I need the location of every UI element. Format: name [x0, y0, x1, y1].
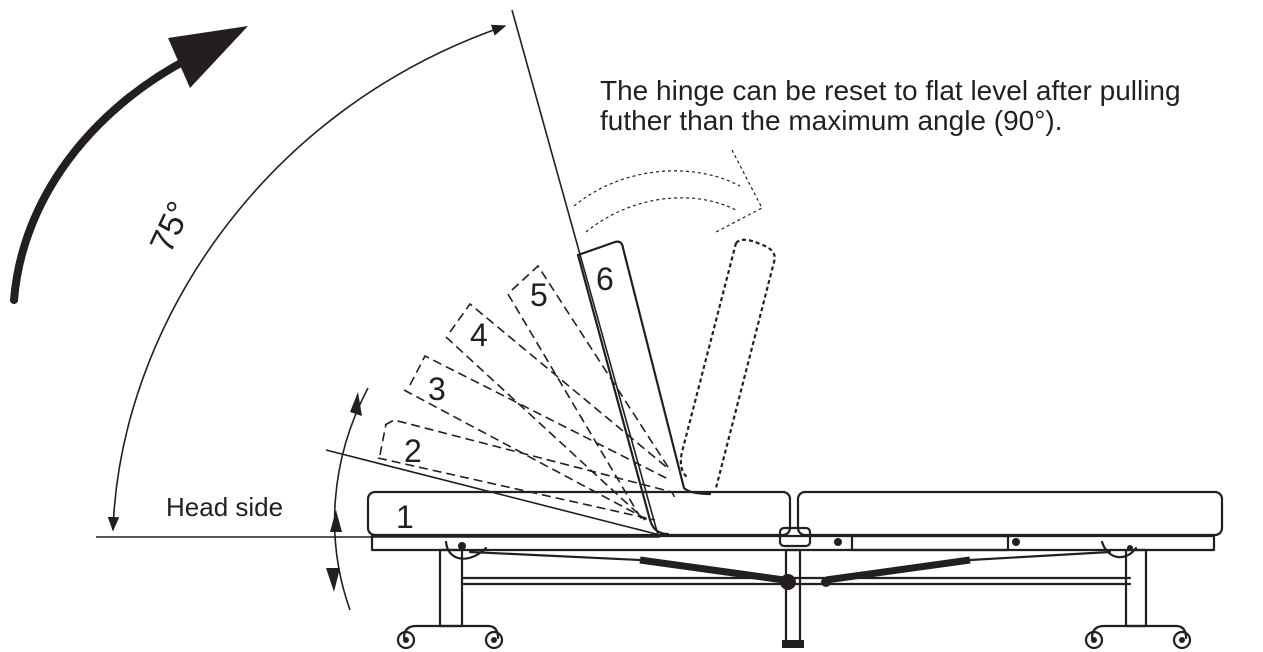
- angle-75-label: 75°: [143, 196, 199, 259]
- reset-motion-arrows: [573, 149, 763, 233]
- position-numbers: 1 2 3 4 5 6: [396, 261, 614, 535]
- max-position-outline: [679, 238, 776, 489]
- note-line-2: futher than the maximum angle (90°).: [600, 105, 1063, 136]
- rotation-direction-arrow: [10, 26, 248, 304]
- angle-label: 75°: [143, 196, 199, 259]
- bed-frame: [370, 526, 1216, 650]
- backrest-positions: [377, 264, 677, 521]
- position-number-5: 5: [530, 277, 548, 313]
- position-2-outline: [384, 419, 677, 501]
- right-caster-base: [1090, 624, 1188, 640]
- position-3-outline: [409, 354, 671, 481]
- position-number-1: 1: [396, 499, 414, 535]
- position-number-6: 6: [596, 261, 614, 297]
- hinge-reset-note: The hinge can be reset to flat level aft…: [600, 76, 1260, 136]
- position-number-3: 3: [428, 371, 446, 407]
- foot-mattress-section: [796, 490, 1224, 537]
- left-caster-base: [402, 624, 500, 640]
- note-line-1: The hinge can be reset to flat level aft…: [600, 75, 1181, 106]
- position-number-2: 2: [404, 433, 422, 469]
- position-4-outline: [449, 302, 671, 471]
- max-angle-reference-line: [511, 9, 659, 536]
- position-number-4: 4: [470, 317, 488, 353]
- head-side-label: Head side: [166, 492, 284, 522]
- right-leg: [1124, 548, 1148, 628]
- position-5-outline: [511, 264, 671, 471]
- left-leg: [438, 548, 464, 628]
- head-mattress-section: [366, 490, 792, 537]
- position-6-backrest: [576, 240, 712, 536]
- center-leg: [784, 548, 802, 644]
- angle-arc-75: [107, 24, 507, 532]
